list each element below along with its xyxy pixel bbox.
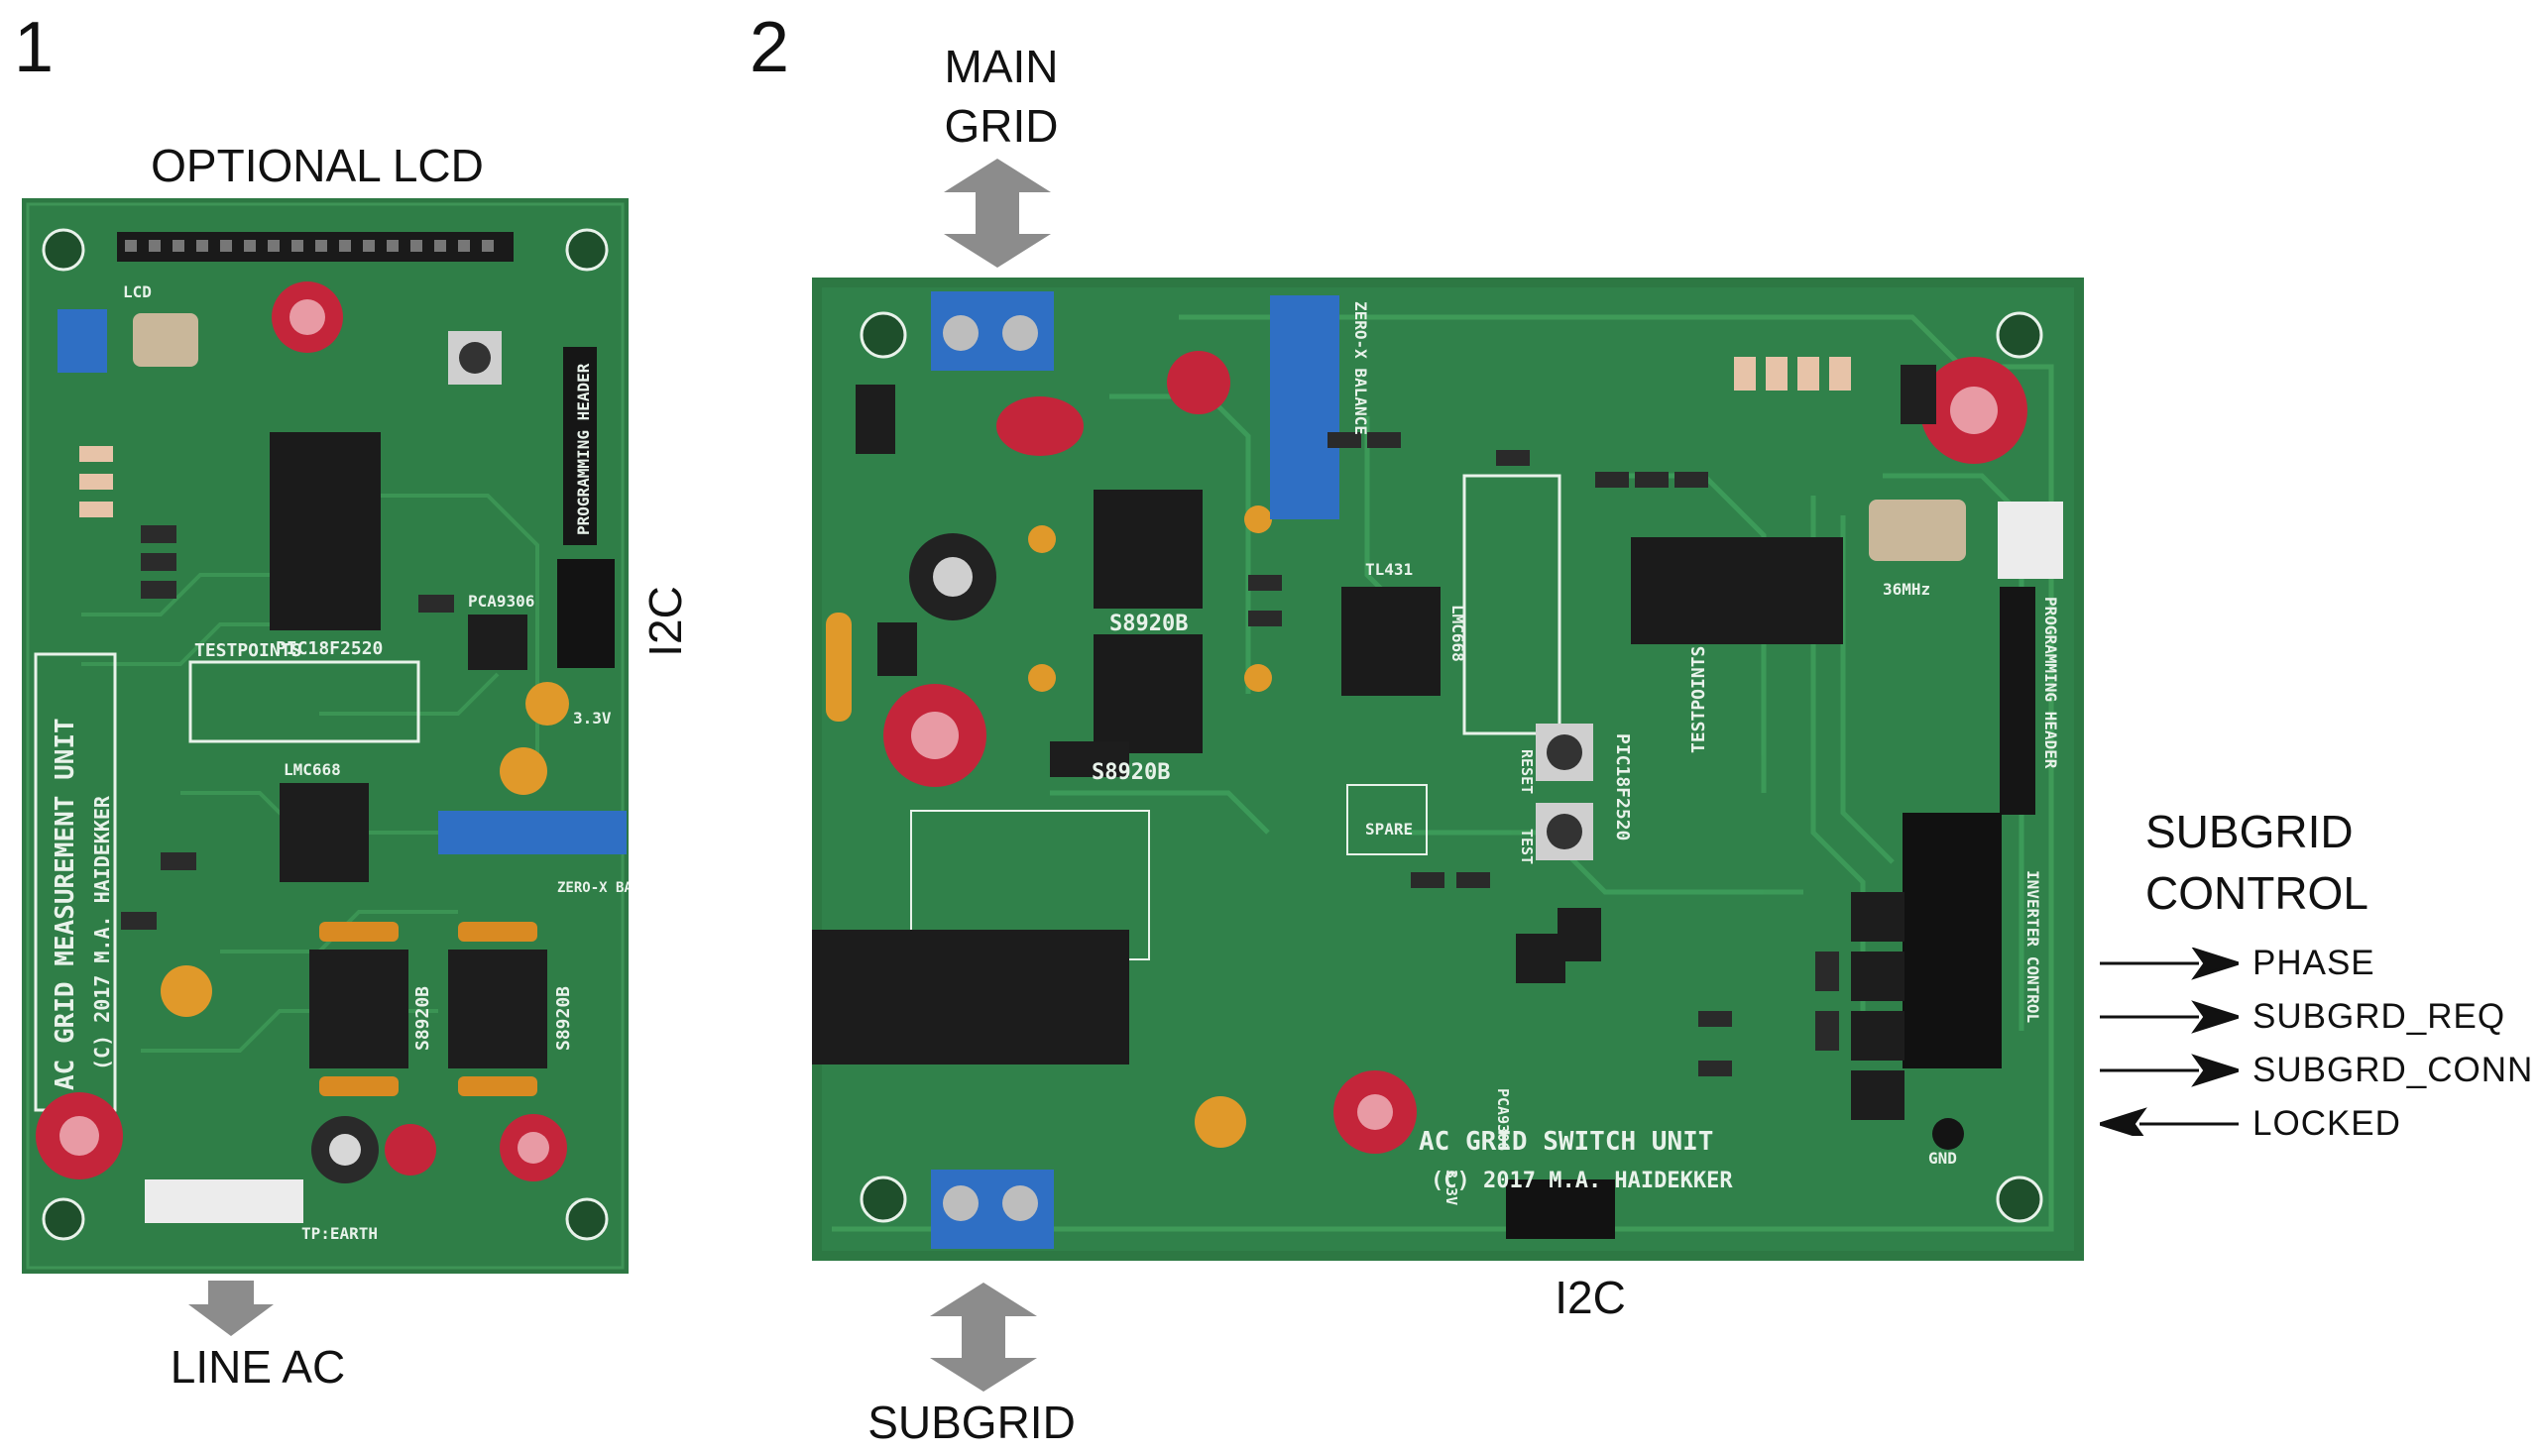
spare-silk-2: SPARE [1365, 820, 1413, 839]
copyright-silk-2: (C) 2017 M.A. HAIDEKKER [1431, 1169, 1733, 1193]
test-silk-2: TEST [1518, 829, 1536, 864]
main-grid-arrow-icon [944, 159, 1051, 268]
switch-board-graphic: S8920B S8920B TL431 36MHz AC GRID SWITCH… [812, 278, 2084, 1261]
reset-silk-2: RESET [1518, 749, 1536, 794]
line-ac-label: LINE AC [170, 1341, 346, 1393]
panel-2-number: 2 [750, 8, 790, 87]
osc-silk-2: 36MHz [1883, 580, 1930, 599]
signal-subgrd-req: SUBGRD_REQ [2252, 997, 2506, 1036]
signal-subgrd-conn: SUBGRD_CONN [2252, 1051, 2534, 1089]
panel2-i2c-label: I2C [1555, 1272, 1626, 1323]
copyright-silk-1: (C) 2017 M.A. HAIDEKKER [90, 795, 114, 1070]
panel1-i2c-label: I2C [639, 586, 691, 657]
mcu-silk-1: PIC18F2520 [276, 638, 383, 659]
sensor-silk-1a: S8920B [412, 986, 433, 1051]
main-grid-label-line2: GRID [944, 100, 1059, 152]
switch-unit-board-photo: S8920B S8920B TL431 36MHz AC GRID SWITCH… [812, 278, 2084, 1261]
subgrid-control-label-line2: CONTROL [2145, 867, 2368, 919]
subgrid-label: SUBGRID [867, 1397, 1076, 1448]
subgrid-arrow-icon [930, 1283, 1037, 1392]
gnd-silk-2: GND [1928, 1149, 1957, 1168]
signal-arrows [2100, 948, 2239, 1136]
main-grid-label-line1: MAIN [944, 41, 1059, 92]
inverter-silk-2: INVERTER CONTROL [2023, 870, 2042, 1023]
testpoints-silk-1: TESTPOINTS [194, 640, 301, 661]
zerox-silk-1: ZERO-X BALANCE [557, 880, 629, 896]
opamp-silk-2: LMC668 [1448, 605, 1467, 662]
v33-silk-1: 3.3V [573, 709, 612, 728]
locked-arrowhead-icon [2100, 1107, 2147, 1136]
phase-arrowhead-icon [2191, 948, 2239, 980]
sensor-silk-2a: S8920B [1109, 612, 1188, 636]
measurement-board-graphic: LCD PIC18F2520 TESTPOINTS LMC668 PCA9306… [22, 198, 629, 1274]
panel-1-number: 1 [14, 8, 55, 87]
sensor-silk-2b: S8920B [1092, 760, 1170, 785]
io-silk-2: PCA9306 [1494, 1088, 1512, 1151]
measurement-unit-board-photo: LCD PIC18F2520 TESTPOINTS LMC668 PCA9306… [22, 198, 629, 1274]
lcd-silk: LCD [123, 282, 152, 301]
testpoints-silk-2: TESTPOINTS [1688, 646, 1709, 753]
optional-lcd-label: OPTIONAL LCD [151, 140, 484, 191]
mcu-silk-2: PIC18F2520 [1612, 733, 1633, 840]
prog-silk-1: PROGRAMMING HEADER [574, 363, 593, 535]
title-silk-1: AC GRID MEASUREMENT UNIT [51, 718, 80, 1090]
io-silk-1: PCA9306 [468, 592, 534, 611]
subgrd-req-arrowhead-icon [2191, 1000, 2239, 1034]
zerox-silk-2: ZERO-X BALANCE [1351, 301, 1370, 435]
signal-phase: PHASE [2252, 944, 2375, 982]
sensor-silk-1b: S8920B [553, 986, 574, 1051]
ref-silk-2: TL431 [1365, 560, 1413, 579]
line-ac-arrow-icon [188, 1281, 274, 1336]
v33-silk-2: 3.3V [1443, 1170, 1460, 1205]
subgrid-control-label-line1: SUBGRID [2145, 806, 2354, 857]
title-silk-2: AC GRID SWITCH UNIT [1419, 1127, 1713, 1157]
prog-silk-2: PROGRAMMING HEADER [2041, 597, 2060, 769]
signal-locked: LOCKED [2252, 1104, 2401, 1143]
earth-silk-1: TP:EARTH [301, 1224, 378, 1243]
subgrd-conn-arrowhead-icon [2191, 1054, 2239, 1087]
opamp-silk-1: LMC668 [284, 760, 341, 779]
